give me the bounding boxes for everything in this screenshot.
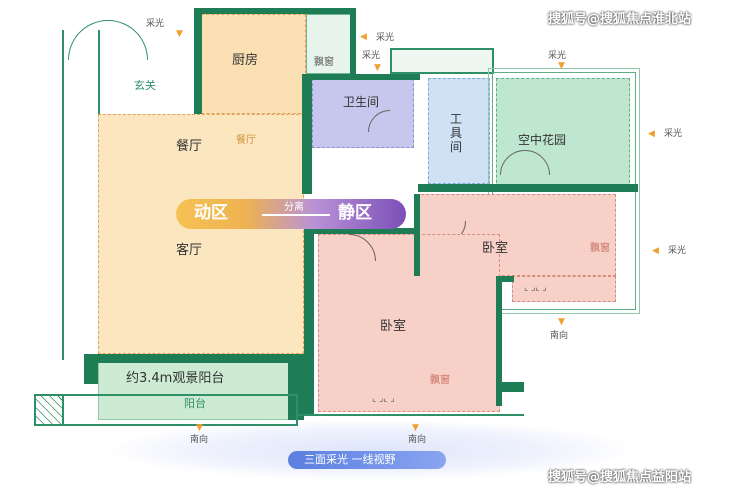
zone-quiet-label: 静区 [338, 203, 372, 223]
utility-label: 工具间 [450, 112, 463, 154]
watermark-bottom: 搜狐号@搜狐焦点益阳站 [548, 470, 692, 485]
kitchen-label: 厨房 [232, 53, 259, 68]
lighting-label-kitchen: 采光 [376, 33, 395, 43]
wall [84, 354, 296, 363]
wall [496, 276, 502, 406]
wall [304, 228, 314, 414]
utility-room [428, 78, 490, 184]
top-balcony [390, 48, 494, 74]
bedroom-1-bay-window [512, 276, 616, 302]
bottom-outline [298, 414, 524, 420]
lighting-label-top-right: 采光 [548, 51, 567, 61]
wall [502, 382, 524, 392]
dining-living-room [98, 114, 304, 354]
wall [194, 8, 354, 14]
south-label-left: 南向 [190, 435, 209, 445]
wall [418, 184, 638, 192]
sun-arrow-icon: ▼ [558, 317, 565, 327]
kitchen-bay-window [306, 14, 352, 74]
bay-window-icon: ⌞ ⌟⌞ ⌟ [372, 394, 395, 404]
bedroom-1-bay-label: 飘窗 [590, 243, 610, 254]
sun-arrow-icon: ▼ [412, 423, 419, 433]
sun-arrow-icon: ▼ [558, 61, 565, 71]
sun-arrow-icon: ▼ [374, 63, 381, 73]
wall [288, 354, 304, 420]
wall [310, 228, 418, 234]
dining-tag-label: 餐厅 [236, 135, 256, 146]
bay-window-icon: ⌞ ⌟⌞ ⌟ [524, 283, 547, 293]
living-label: 客厅 [176, 243, 203, 258]
balcony-label: 阳台 [184, 397, 206, 410]
zone-separator-line [262, 214, 330, 216]
bedroom-2-room [318, 234, 500, 412]
bedroom-2-bay-label: 飘窗 [430, 375, 450, 386]
wall [414, 194, 420, 276]
sun-arrow-icon: ◀ [652, 246, 659, 256]
wall [194, 8, 202, 118]
entrance-corridor [62, 30, 100, 360]
bottom-banner-label: 三面采光 一线视野 [304, 453, 396, 466]
wall [350, 8, 356, 78]
zone-separate-label: 分离 [284, 202, 304, 213]
wall [302, 74, 420, 80]
zone-dynamic-label: 动区 [194, 203, 228, 223]
south-label-right: 南向 [550, 331, 569, 341]
south-label-center: 南向 [408, 435, 427, 445]
kitchen-room [196, 14, 306, 114]
kitchen-bay-label: 飘窗 [314, 57, 334, 68]
bedroom-2-label: 卧室 [380, 319, 407, 334]
entrance-label: 玄关 [134, 79, 156, 92]
balcony-railing [34, 394, 298, 426]
wall [302, 74, 312, 194]
lighting-label-right-2: 采光 [668, 246, 687, 256]
sun-arrow-icon: ▼ [176, 29, 183, 39]
watermark-top: 搜狐号@搜狐焦点淮北站 [548, 12, 692, 27]
lighting-label-top-left: 采光 [146, 19, 165, 29]
wall [84, 354, 98, 384]
lighting-label-right-1: 采光 [664, 129, 683, 139]
wall [496, 276, 514, 282]
bedroom-1-label: 卧室 [482, 241, 509, 256]
sun-arrow-icon: ◀ [360, 32, 367, 42]
bottom-glow [110, 420, 630, 480]
sky-garden-label: 空中花园 [518, 133, 567, 147]
left-window-box [34, 394, 64, 426]
balcony-room [98, 362, 294, 420]
bottom-banner [288, 451, 446, 469]
dining-label: 餐厅 [176, 139, 203, 154]
balcony-title-label: 约3.4m观景阳台 [126, 371, 225, 386]
lighting-label-top-mid: 采光 [362, 51, 381, 61]
bathroom-room [312, 78, 414, 148]
bathroom-label: 卫生间 [343, 95, 380, 109]
sun-arrow-icon: ◀ [648, 129, 655, 139]
sun-arrow-icon: ▼ [196, 423, 203, 433]
